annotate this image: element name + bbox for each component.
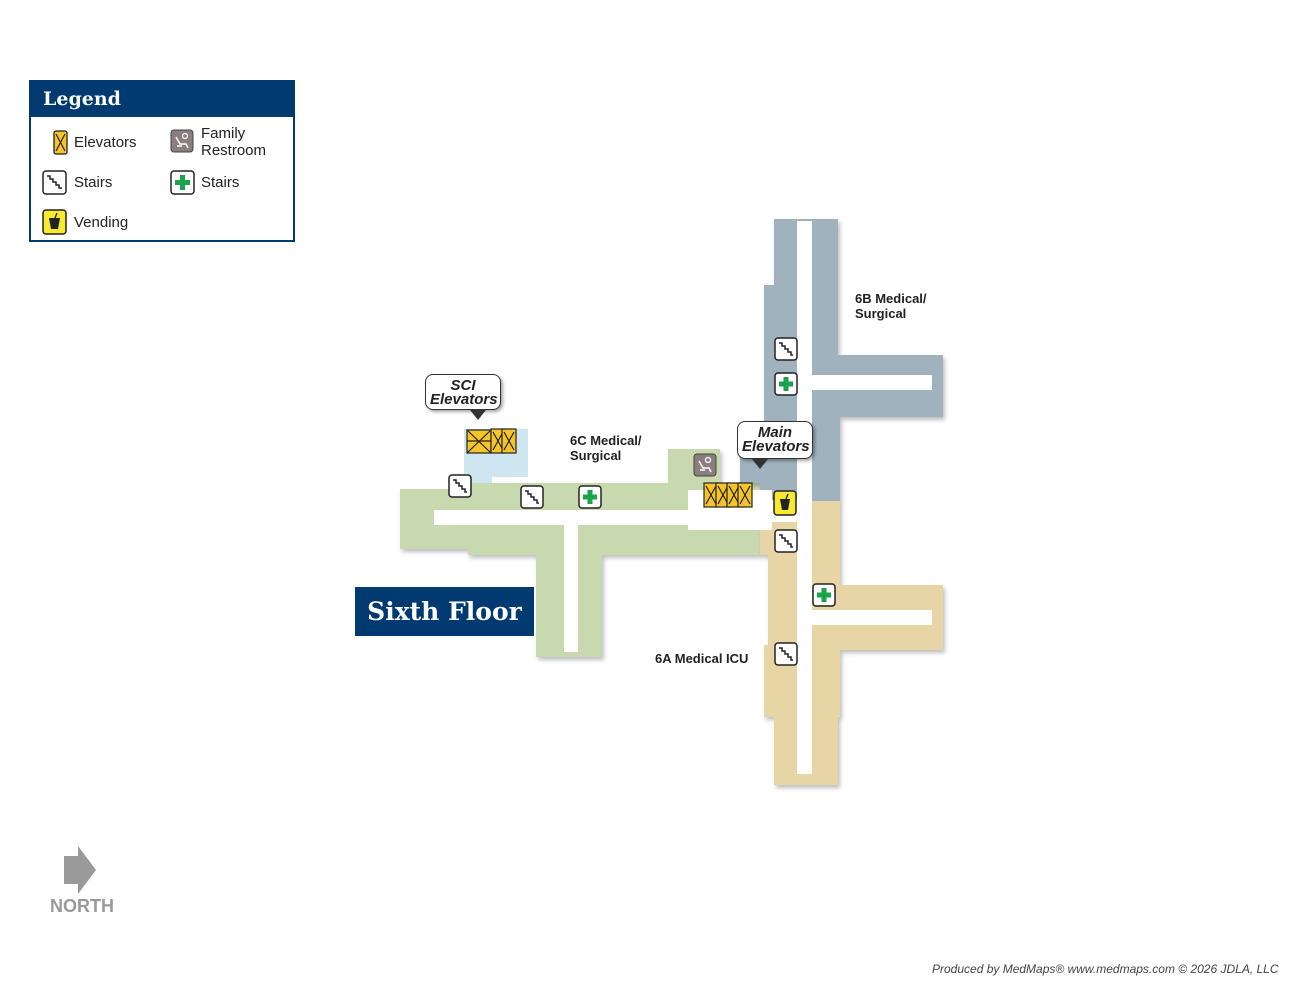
- callout-sci-elevators: SCI Elevators: [425, 374, 501, 410]
- stairs-icon: [42, 170, 67, 195]
- legend-label-stairs-cross: Stairs: [201, 174, 240, 191]
- elevator-icon: [53, 130, 68, 155]
- callout-tail: [470, 410, 486, 420]
- area-label-6b: 6B Medical/ Surgical: [855, 291, 927, 321]
- wing-6c: [400, 449, 760, 657]
- floor-title: Sixth Floor: [355, 587, 534, 636]
- north-arrow-icon: [64, 846, 96, 894]
- legend-label-family-restroom: Family Restroom: [201, 125, 267, 159]
- first-aid-cross-icon: [812, 583, 836, 607]
- north-label: NORTH: [50, 896, 114, 916]
- legend-label-elevators: Elevators: [74, 134, 137, 151]
- credit-text: Produced by MedMaps® www.medmaps.com © 2…: [932, 962, 1279, 976]
- stairs-icon: [448, 474, 472, 498]
- first-aid-cross-icon: [170, 170, 195, 195]
- first-aid-cross-icon: [774, 372, 798, 396]
- area-label-6a: 6A Medical ICU: [655, 651, 749, 666]
- area-label-6c: 6C Medical/ Surgical: [570, 433, 642, 463]
- legend: Legend Elevators Family Restroom Stairs …: [29, 80, 295, 242]
- main-elevators: [703, 482, 753, 508]
- legend-label-stairs: Stairs: [74, 174, 113, 191]
- family-restroom-icon: [693, 453, 717, 477]
- stairs-icon: [774, 529, 798, 553]
- stairs-icon: [774, 642, 798, 666]
- legend-label-vending: Vending: [74, 214, 129, 231]
- stairs-icon: [520, 485, 544, 509]
- vending-icon: [42, 209, 67, 235]
- callout-tail: [752, 459, 768, 469]
- sci-elevators: [466, 428, 517, 454]
- callout-main-elevators: Main Elevators: [737, 421, 813, 459]
- family-restroom-icon: [170, 129, 194, 153]
- vending-icon: [773, 490, 797, 516]
- first-aid-cross-icon: [578, 485, 602, 509]
- stairs-icon: [774, 337, 798, 361]
- legend-title: Legend: [31, 82, 293, 117]
